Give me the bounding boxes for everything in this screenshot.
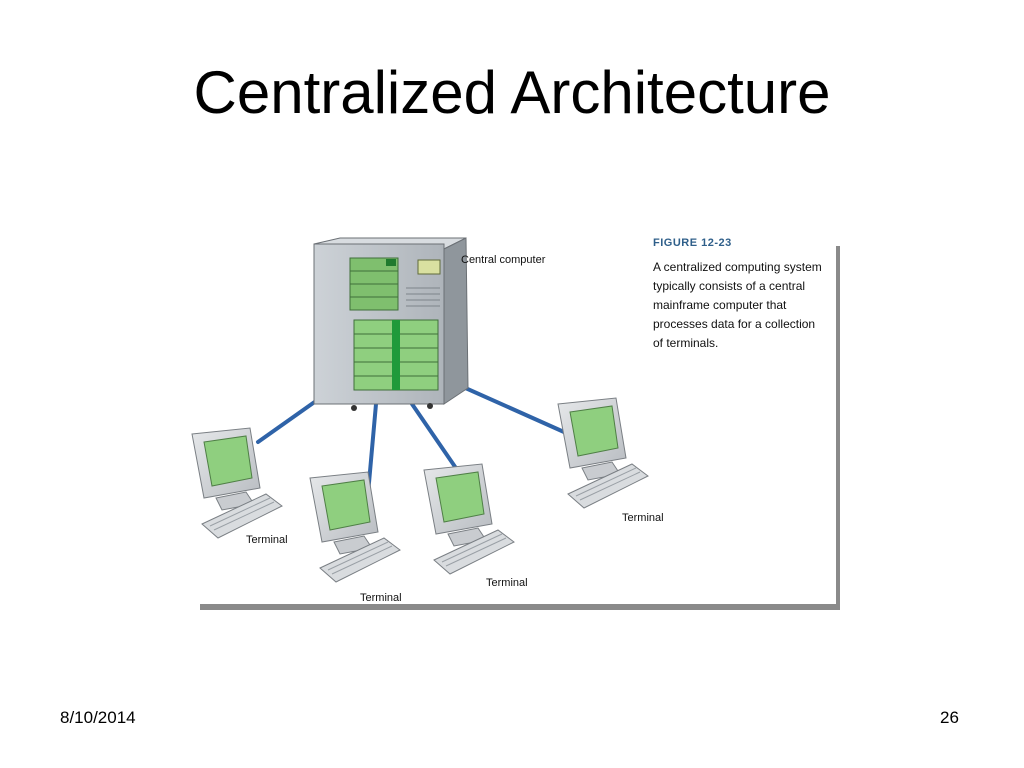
network-diagram	[191, 237, 840, 610]
centralized-architecture-figure: FIGURE 12-23 A centralized computing sys…	[190, 232, 844, 612]
caption-line: A centralized computing system	[653, 260, 822, 274]
terminal-4	[557, 397, 649, 509]
slide-date: 8/10/2014	[60, 708, 136, 727]
figure-frame	[196, 240, 836, 604]
figure-number: FIGURE 12-23	[653, 237, 732, 249]
caption-line: of terminals.	[653, 336, 719, 350]
terminal-3	[423, 463, 515, 575]
terminal-label-4: Terminal	[622, 512, 664, 524]
terminal-label-3: Terminal	[486, 577, 528, 589]
caption-line: processes data for a collection	[653, 317, 816, 331]
caption-line: typically consists of a central	[653, 279, 806, 293]
slide-title: Centralized Architecture	[193, 59, 831, 126]
caption-line: mainframe computer that	[653, 298, 787, 312]
terminal-label-1: Terminal	[246, 534, 288, 546]
terminal-label-2: Terminal	[360, 592, 402, 604]
slide-page-number: 26	[940, 708, 959, 727]
figure-caption: A centralized computing system typically…	[653, 258, 839, 353]
terminal-1	[191, 427, 283, 539]
central-computer	[313, 237, 469, 411]
central-computer-label: Central computer	[461, 254, 546, 266]
terminal-2	[309, 471, 401, 583]
